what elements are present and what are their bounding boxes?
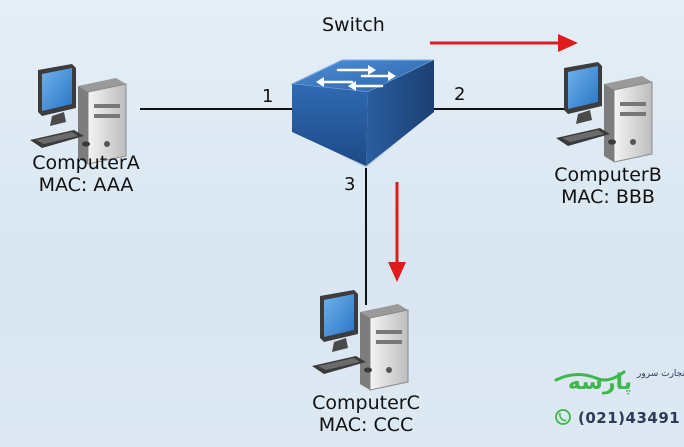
brand-logo: پارسه تجارت سرور xyxy=(554,369,684,395)
computer-a-name: ComputerA xyxy=(32,152,140,174)
brand-name: پارسه xyxy=(568,370,632,395)
computer-c-mac: MAC: CCC xyxy=(318,414,414,436)
computer-a-icon xyxy=(29,63,127,165)
computer-b-mac: MAC: BBB xyxy=(561,186,655,208)
port-2-label: 2 xyxy=(454,84,466,105)
flow-arrow-right xyxy=(430,34,578,52)
computer-c-icon xyxy=(311,289,409,391)
computer-b-icon xyxy=(555,61,653,163)
computer-a-mac: MAC: AAA xyxy=(38,174,134,196)
port-3-label: 3 xyxy=(344,174,356,195)
switch-label: Switch xyxy=(322,14,385,36)
computer-b-name: ComputerB xyxy=(554,164,662,186)
brand-tagline: تجارت سرور xyxy=(636,369,684,379)
computer-c-label: ComputerC MAC: CCC xyxy=(304,392,428,436)
computer-b-label: ComputerB MAC: BBB xyxy=(548,164,668,208)
computer-c-name: ComputerC xyxy=(312,392,420,414)
phone-icon xyxy=(555,409,571,425)
phone-number: (021)43491 xyxy=(578,409,681,427)
network-switch-icon xyxy=(290,59,435,168)
computer-a-label: ComputerA MAC: AAA xyxy=(26,152,146,196)
flow-arrow-down xyxy=(388,182,406,282)
port-1-label: 1 xyxy=(262,86,274,107)
